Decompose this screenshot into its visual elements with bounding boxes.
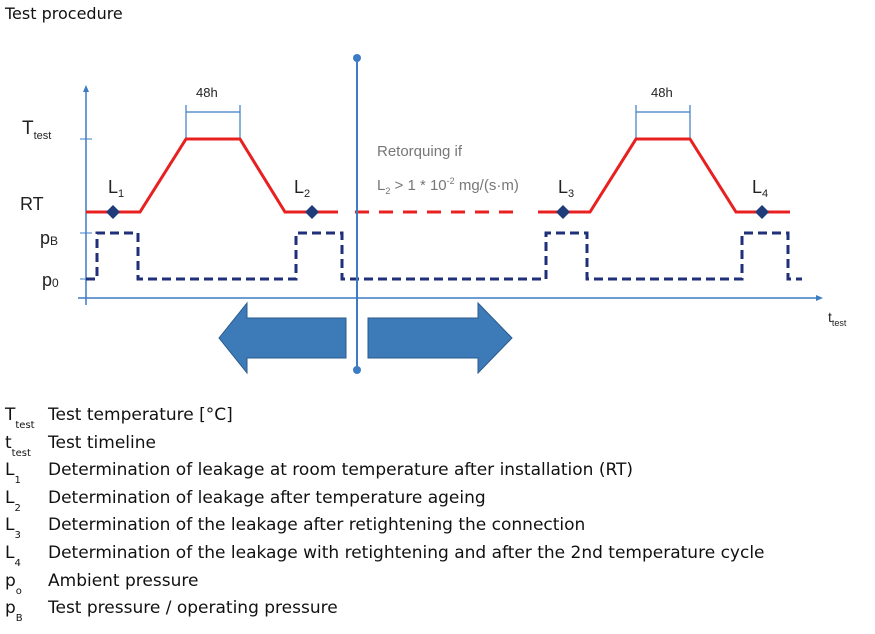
legend-symbol: ttest xyxy=(5,432,31,459)
temperature-curve-1 xyxy=(86,137,338,214)
legend-symbol-main: p xyxy=(5,598,16,619)
legend-symbol-main: L xyxy=(5,515,15,536)
legend-symbol-sub: o xyxy=(15,585,22,597)
point-l1-label: L1 xyxy=(108,177,124,200)
legend-symbol: L4 xyxy=(5,542,21,569)
divider-bottom-dot xyxy=(353,366,361,374)
point-l2-marker xyxy=(305,205,319,219)
label-pb: pB xyxy=(40,228,58,248)
arrow-left-icon xyxy=(218,301,347,375)
pressure-curve xyxy=(86,231,802,281)
legend-symbol-main: L xyxy=(5,460,15,481)
legend-symbol: L2 xyxy=(5,487,21,514)
legend-text: Determination of the leakage after retig… xyxy=(48,515,586,536)
legend-symbol-main: T xyxy=(5,405,16,425)
legend-symbol: L3 xyxy=(5,515,21,541)
legend-text: Test pressure / operating pressure xyxy=(48,598,338,619)
point-l3-label: L3 xyxy=(558,177,574,200)
y-axis-arrowhead xyxy=(83,85,89,92)
legend-symbol-sub: 1 xyxy=(14,475,21,487)
page-title: Test procedure xyxy=(5,4,123,23)
duration-bracket-2 xyxy=(635,105,691,139)
legend-text: Determination of leakage at room tempera… xyxy=(48,460,634,481)
duration-bracket-1 xyxy=(185,105,241,139)
label-p0: p0 xyxy=(42,270,59,290)
arrow-right-icon xyxy=(367,301,513,375)
legend-symbol: L1 xyxy=(5,460,21,486)
label-ttest: Ttest xyxy=(22,118,51,142)
legend-symbol-main: L xyxy=(5,487,15,508)
legend-symbol-sub: test xyxy=(15,420,35,431)
point-l4-marker xyxy=(755,205,769,219)
legend-symbol-sub: 3 xyxy=(14,530,21,542)
point-l3-marker xyxy=(556,205,570,219)
legend-symbol: po xyxy=(5,570,22,597)
legend-text: Test timeline xyxy=(48,432,156,453)
legend-symbol-main: t xyxy=(5,432,12,453)
legend-text: Ambient pressure xyxy=(48,570,199,591)
legend-symbol-sub: 4 xyxy=(14,557,21,569)
duration-label-1: 48h xyxy=(196,85,218,100)
retorque-note-line1: Retorquing if xyxy=(377,143,463,160)
legend-symbol-main: L xyxy=(5,542,15,563)
legend-symbol-sub: B xyxy=(15,613,23,625)
legend-symbol-sub: 2 xyxy=(14,502,21,514)
test-procedure-diagram: Ttest RT pB p0 48h 48h L1 L2 L3 L4 Retor… xyxy=(20,54,847,375)
legend-symbol-main: p xyxy=(5,570,16,591)
divider-top-dot xyxy=(353,54,361,62)
retorque-note-line2: L2 > 1 * 10-2 mg/(s·m) xyxy=(377,176,519,196)
legend-text: Determination of leakage after temperatu… xyxy=(48,487,486,508)
point-l1-marker xyxy=(106,205,120,219)
duration-label-2: 48h xyxy=(651,85,673,100)
legend-text: Test temperature [°C] xyxy=(48,405,233,425)
point-l2-label: L2 xyxy=(294,177,310,200)
x-axis-label: ttest xyxy=(828,309,847,328)
label-rt: RT xyxy=(20,194,44,214)
legend-symbol: pB xyxy=(5,598,23,624)
temperature-curve-2 xyxy=(538,137,790,214)
legend-symbol-sub: test xyxy=(11,447,31,459)
point-l4-label: L4 xyxy=(752,177,768,200)
legend-text: Determination of the leakage with retigh… xyxy=(48,542,765,563)
x-axis-arrowhead xyxy=(816,295,823,301)
legend-symbol: Ttest xyxy=(5,405,35,431)
